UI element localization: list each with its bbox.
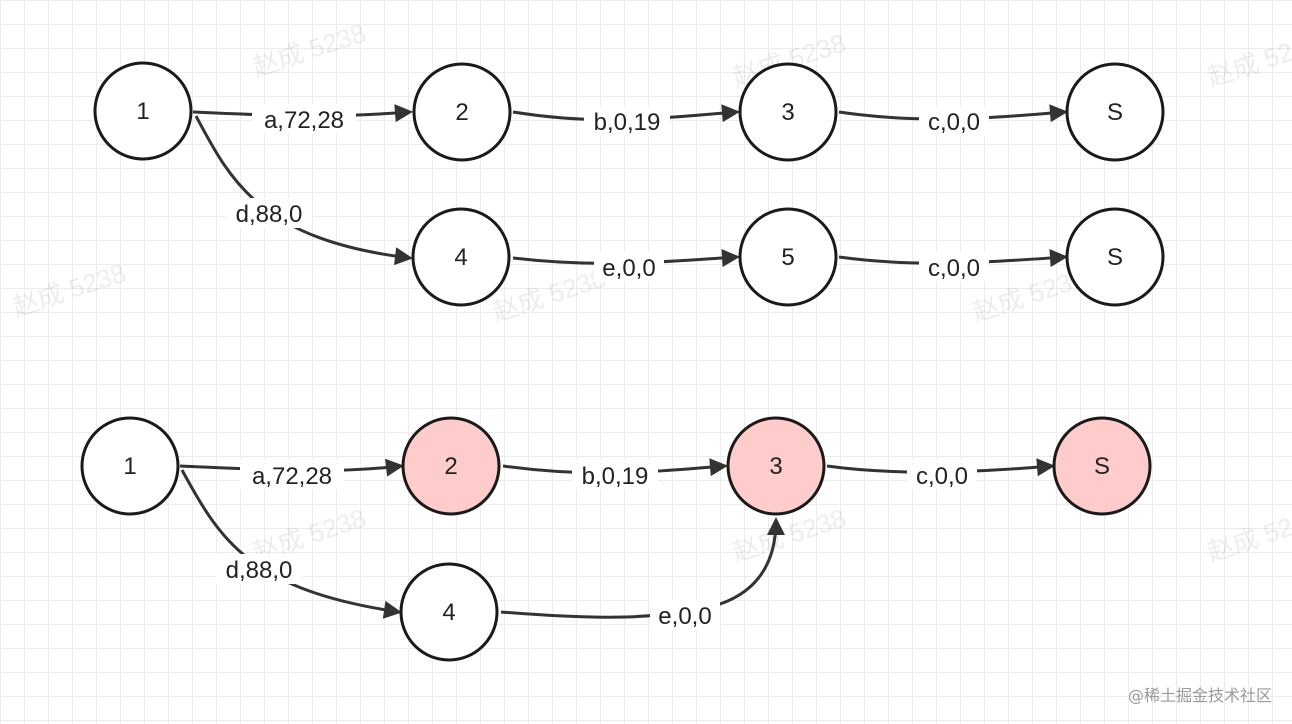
edge-label: c,0,0 bbox=[928, 109, 980, 136]
node-2: 2 bbox=[412, 62, 512, 162]
node-label: 2 bbox=[444, 453, 457, 480]
node-label: 5 bbox=[781, 244, 794, 271]
node-label: 1 bbox=[136, 98, 149, 125]
edge-3-to-s: c,0,0 bbox=[838, 104, 1068, 136]
node-label: 3 bbox=[781, 99, 794, 126]
edge-label: d,88,0 bbox=[226, 557, 293, 584]
node-label: S bbox=[1094, 453, 1110, 480]
edge-4-to-3: e,0,0 bbox=[500, 517, 785, 630]
edge-label: b,0,19 bbox=[594, 109, 661, 136]
node-label: 4 bbox=[442, 599, 455, 626]
node-circle bbox=[80, 416, 180, 516]
node-circle bbox=[1065, 207, 1165, 307]
edge-2-to-3: b,0,19 bbox=[502, 458, 728, 490]
node-label: 4 bbox=[454, 244, 467, 271]
node-4: 4 bbox=[411, 207, 511, 307]
node-label: 3 bbox=[769, 453, 782, 480]
edge-label: a,72,28 bbox=[252, 463, 332, 490]
node-s-highlighted: S bbox=[1052, 416, 1152, 516]
node-circle bbox=[1065, 62, 1165, 162]
node-label: 1 bbox=[123, 453, 136, 480]
node-3-highlighted: 3 bbox=[726, 416, 826, 516]
edge-1-to-4: d,88,0 bbox=[194, 115, 413, 266]
node-4: 4 bbox=[399, 562, 499, 662]
edge-label: e,0,0 bbox=[602, 255, 655, 282]
edge-label: b,0,19 bbox=[582, 463, 649, 490]
node-5: 5 bbox=[738, 207, 838, 307]
node-s: S bbox=[1065, 62, 1165, 162]
node-circle bbox=[738, 62, 838, 162]
node-1: 1 bbox=[80, 416, 180, 516]
edge-3-to-s: c,0,0 bbox=[826, 458, 1055, 490]
node-circle bbox=[401, 416, 501, 516]
node-circle bbox=[1052, 416, 1152, 516]
edge-label: d,88,0 bbox=[236, 201, 303, 228]
node-circle bbox=[738, 207, 838, 307]
edge-2-to-3: b,0,19 bbox=[512, 104, 740, 136]
node-circle bbox=[93, 61, 193, 161]
edge-label: a,72,28 bbox=[264, 107, 344, 134]
edge-4-to-5: e,0,0 bbox=[512, 248, 740, 282]
node-circle bbox=[399, 562, 499, 662]
edge-5-to-s: c,0,0 bbox=[838, 249, 1068, 282]
node-3: 3 bbox=[738, 62, 838, 162]
node-s: S bbox=[1065, 207, 1165, 307]
edge-1-to-4: d,88,0 bbox=[180, 469, 402, 619]
node-circle bbox=[411, 207, 511, 307]
edge-label: e,0,0 bbox=[658, 603, 711, 630]
edge-1-to-2: a,72,28 bbox=[179, 458, 404, 490]
edge-label: c,0,0 bbox=[928, 255, 980, 282]
node-circle bbox=[726, 416, 826, 516]
node-1: 1 bbox=[93, 61, 193, 161]
node-label: S bbox=[1107, 244, 1123, 271]
node-2-highlighted: 2 bbox=[401, 416, 501, 516]
node-label: 2 bbox=[455, 99, 468, 126]
node-circle bbox=[412, 62, 512, 162]
node-label: S bbox=[1107, 99, 1123, 126]
credit-text: @稀土掘金技术社区 bbox=[1127, 686, 1272, 705]
edge-1-to-2: a,72,28 bbox=[192, 104, 413, 134]
edge-label: c,0,0 bbox=[916, 463, 968, 490]
